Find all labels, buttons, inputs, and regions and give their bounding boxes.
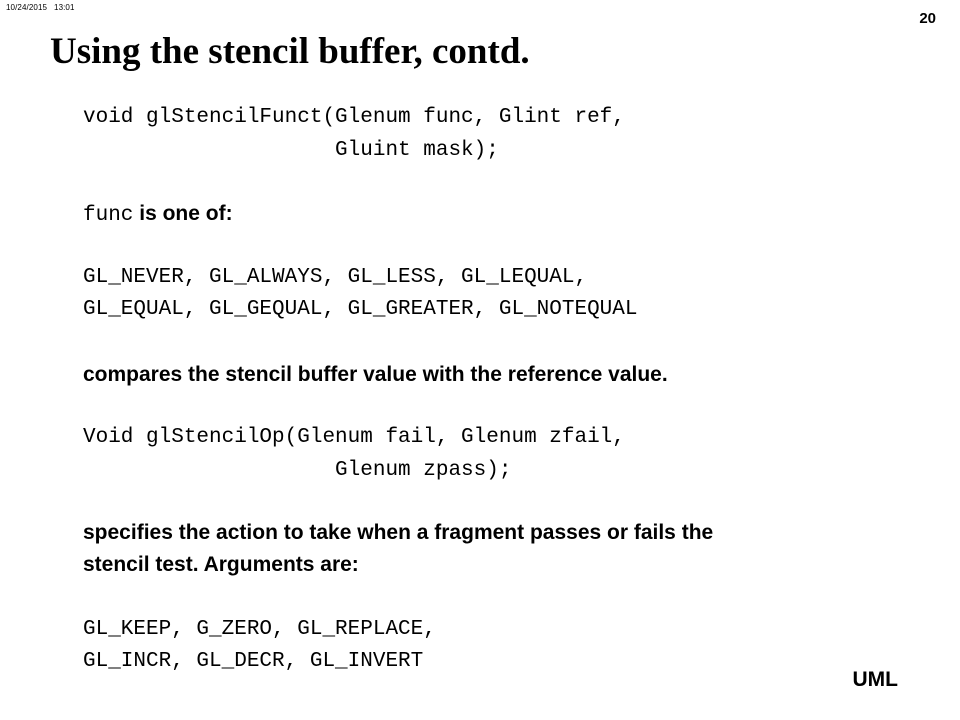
slide-number: 20 — [919, 10, 936, 27]
compares-description: compares the stencil buffer value with t… — [83, 363, 668, 386]
stencil-func-signature-line-2: Gluint mask); — [83, 139, 499, 162]
specifies-description-line-2: stencil test. Arguments are: — [83, 553, 359, 576]
specifies-description-line-1: specifies the action to take when a frag… — [83, 521, 714, 544]
func-param-description: func is one of: — [83, 198, 233, 232]
func-param-code: func — [83, 204, 134, 227]
stencil-op-signature-line-2: Glenum zpass); — [83, 459, 512, 482]
func-param-text: is one of: — [133, 202, 233, 225]
time-stamp: 13:01 — [54, 3, 75, 12]
func-values-line-1: GL_NEVER, GL_ALWAYS, GL_LESS, GL_LEQUAL, — [83, 266, 588, 289]
func-values-line-2: GL_EQUAL, GL_GEQUAL, GL_GREATER, GL_NOTE… — [83, 298, 638, 321]
stencil-func-signature-line-1: void glStencilFunct(Glenum func, Glint r… — [83, 106, 625, 129]
slide-title: Using the stencil buffer, contd. — [50, 31, 530, 72]
stencil-op-signature-line-1: Void glStencilOp(Glenum fail, Glenum zfa… — [83, 426, 625, 449]
date-stamp: 10/24/2015 — [6, 3, 48, 12]
op-values-line-1: GL_KEEP, G_ZERO, GL_REPLACE, — [83, 618, 436, 641]
op-values-line-2: GL_INCR, GL_DECR, GL_INVERT — [83, 650, 424, 673]
timestamp: 10/24/2015 13:01 — [6, 3, 75, 12]
footer-label: UML — [852, 668, 899, 691]
